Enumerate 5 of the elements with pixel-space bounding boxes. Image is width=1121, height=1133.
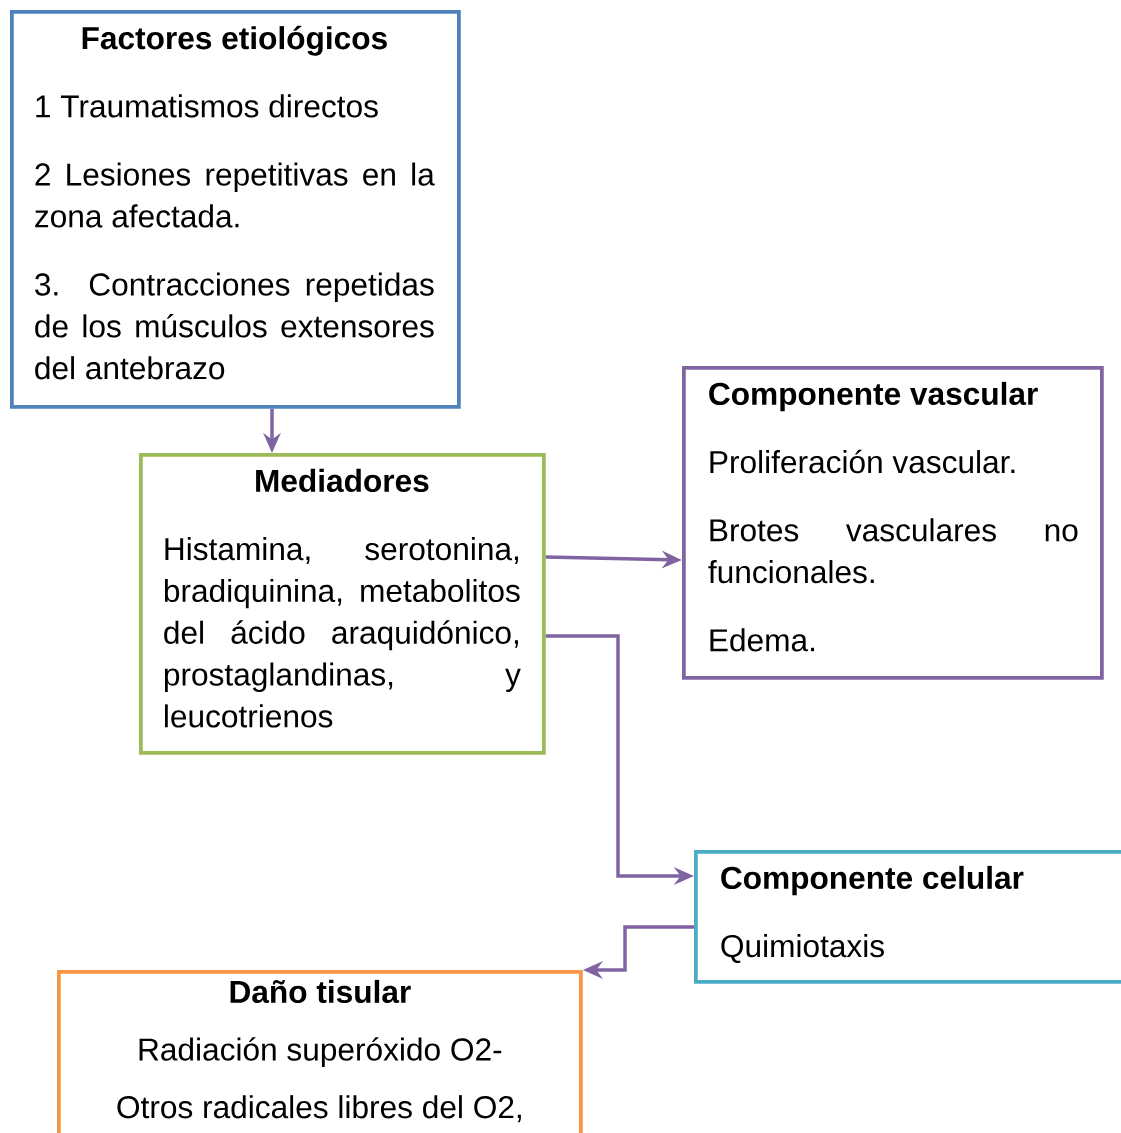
process-box: Componente celular Quimiotaxis bbox=[694, 850, 1121, 984]
process-box: Daño tisular Radiación superóxido O2- Otros radicales libres del O2, bbox=[57, 970, 583, 1133]
process-box: Componente vascular Proliferación vascular. Brotes vasculares no funcionales. Edema. bbox=[682, 366, 1104, 680]
process-box: Factores etiológicos 1 Traumatismos directos 2 Lesiones repetitivas en la zona afectada. 3. Contracciones repetidas de los músculos extensores del antebrazo bbox=[10, 10, 461, 409]
process-box: Mediadores Histamina, serotonina, bradiquinina, metabolitos del ácido araquidónico, prostaglandinas, y leucotrienos bbox=[139, 453, 546, 755]
